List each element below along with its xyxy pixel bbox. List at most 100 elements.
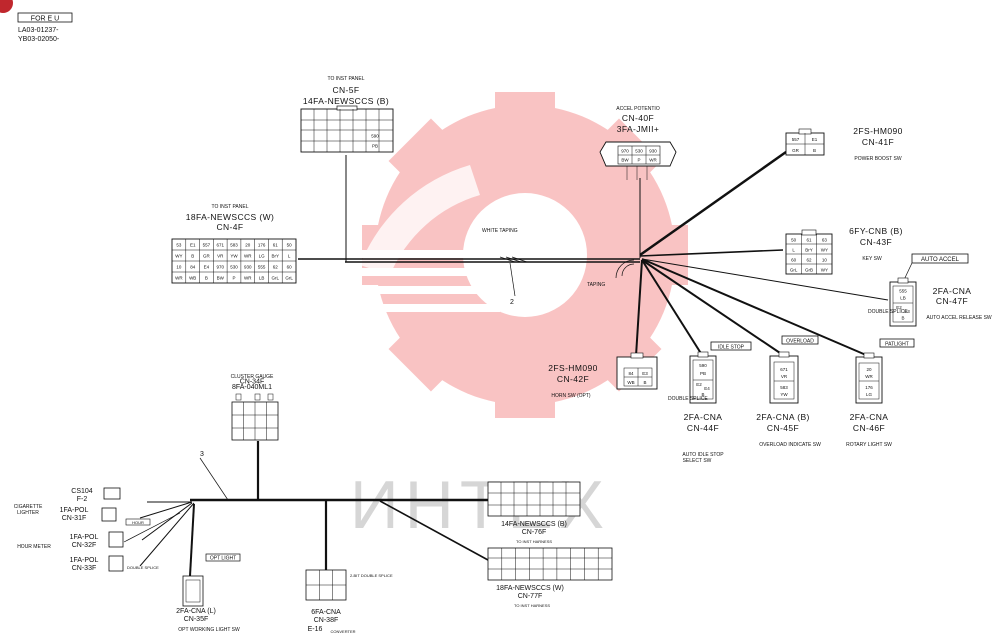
cn34f-type: 8FA-040ML1: [232, 384, 272, 391]
cn43f-cell: GrB: [805, 268, 813, 273]
cn38f-id: CN-38F: [314, 617, 339, 624]
cn5f-id: CN-5F: [332, 85, 359, 95]
cn40f-cell: 530: [635, 149, 643, 154]
cn47f-cell: LB: [900, 296, 906, 301]
cn43f-cell: 62: [806, 258, 812, 263]
cn77f-type: 18FA-NEWSCCS (W): [496, 585, 564, 592]
cn46f-type: 2FA-CNA: [850, 412, 889, 422]
cn35f-type: 2FA-CNA (L): [176, 608, 216, 615]
connector-cn32f: HOUR METER 1FA-POL CN-32F HOUR: [17, 518, 151, 550]
cn42f-type: 2FS-HM090: [548, 363, 597, 373]
lower-harness-wires: [123, 441, 489, 577]
cn4f-cell: 61: [273, 243, 279, 248]
cn45f-tag: OVERLOAD: [786, 338, 814, 344]
cn47f-tag-frame: [911, 253, 969, 264]
cn46f-cell: WR: [865, 374, 873, 379]
cn40f-type: 3FA-JMII+: [617, 124, 660, 134]
cn44f-function-1: AUTO IDLE STOP: [682, 452, 724, 458]
cn46f-function: ROTARY LIGHT SW: [846, 442, 892, 448]
connector-cn35f: OPT LIGHT 2FA-CNA (L) CN-35F OPT WORKING…: [176, 553, 241, 633]
header-block: FOR E U LA03-01237- YB03-02050-: [0, 0, 73, 43]
cn35f-tag: OPT LIGHT: [210, 556, 236, 562]
cn33f-type: 1FA-POL: [70, 557, 99, 564]
connector-cs104: CS104 F-2: [71, 487, 121, 503]
cn44f-tag: IDLE STOP: [718, 344, 745, 350]
cn4f-cell: BrY: [272, 254, 280, 259]
cn43f-type: 6FY-CNB (B): [849, 226, 903, 236]
serial-range-2: YB03-02050-: [18, 36, 60, 43]
cn4f-cell: GR: [203, 254, 211, 259]
connector-cn76f: 14FA-NEWSCCS (B) CN-76F TO INST HARNESS: [487, 481, 581, 544]
region-badge-frame: [17, 12, 73, 23]
cn5f-cell: PB: [372, 144, 378, 149]
cn47f-splice-text: DOUBLE SPLICE: [868, 309, 908, 315]
cn4f-cell: 50: [287, 243, 293, 248]
cn38f-part: E-16: [308, 626, 323, 633]
cn43f-cell: 63: [822, 238, 828, 243]
cn47f-function: AUTO ACCEL RELEASE SW: [926, 315, 992, 321]
cn41f-type: 2FS-HM090: [853, 126, 902, 136]
connector-cn46f: PATLIGHT 20 WR 176 LG 2FA-CNA CN-46F ROT…: [846, 338, 915, 448]
cn47f-cell: 555: [899, 289, 907, 294]
cn46f-cell: 176: [865, 385, 873, 390]
cn32f-function: HOUR METER: [17, 544, 51, 550]
cn4f-cell: 20: [245, 243, 251, 248]
cn40f-cell: P: [637, 158, 640, 163]
cn38f-type: 6FA-CNA: [311, 609, 341, 616]
cs104-id: F-2: [77, 496, 88, 503]
cn41f-id: CN-41F: [862, 137, 894, 147]
connector-cn45f: OVERLOAD 671 VR 583 YW 2FA-CNA (B) CN-45…: [756, 335, 821, 448]
cn40f-cell: WR: [649, 158, 657, 163]
taping-label: TAPING: [587, 282, 605, 288]
cn40f-cell: BW: [621, 158, 629, 163]
connector-cn40f: ACCEL POTENTIO CN-40F 3FA-JMII+ 970 530 …: [599, 106, 677, 180]
cn4f-cell: 10: [176, 265, 182, 270]
cn4f-cell: 970: [216, 265, 224, 270]
cn40f-id: CN-40F: [622, 113, 654, 123]
cn44f-cell: B: [701, 392, 704, 397]
cn4f-cell: 555: [258, 265, 266, 270]
cn4f-cell: GrL: [272, 276, 280, 281]
connector-cn33f: 1FA-POL CN-33F DOUBLE SPLICE: [70, 555, 159, 572]
cn4f-cell: L: [288, 254, 291, 259]
corner-badge-icon: [0, 0, 13, 13]
cn46f-cell: LG: [866, 392, 873, 397]
cn4f-cell: WR: [244, 254, 252, 259]
cn4f-cell: 930: [244, 265, 252, 270]
cn45f-cell: 583: [780, 385, 788, 390]
cn4f-cell: VR: [217, 254, 224, 259]
harness-number-main: 2: [510, 299, 514, 306]
cn46f-id: CN-46F: [853, 423, 885, 433]
cn4f-row-4: WR WB B BW P WR LB GrL GrL: [175, 276, 293, 281]
cn43f-id: CN-43F: [860, 237, 892, 247]
cn44f-tag-frame: [710, 341, 752, 351]
cn42f-function: HORN SW (OPT): [551, 393, 590, 399]
cn4f-cell: YW: [230, 254, 238, 259]
cn4f-cell: BW: [217, 276, 225, 281]
cn76f-id: CN-76F: [522, 529, 547, 536]
cn32f-tag-frame: [125, 518, 151, 526]
region-badge: FOR E U: [31, 16, 59, 23]
cn46f-cell: 20: [866, 367, 872, 372]
connector-cn42f: 84 E3 WB B 2FS-HM090 CN-42F HORN SW (OPT…: [548, 352, 658, 399]
harness-number-lower: 3: [200, 451, 204, 458]
watermark-gear-logo: [340, 92, 688, 418]
connector-cn47f: AUTO ACCEL 555 LB E2 E3 B DOUBLE SPLICE …: [868, 253, 992, 327]
cn4f-cell: 84: [190, 265, 196, 270]
cn41f-cell: E1: [812, 137, 818, 142]
cn41f-cell: 557: [792, 137, 800, 142]
cn5f-cell: 590: [371, 134, 379, 139]
connector-cn31f: CIGARETTE LIGHTER 1FA-POL CN-31F: [14, 504, 117, 522]
cn45f-cell: YW: [780, 392, 788, 397]
cn76f-type: 14FA-NEWSCCS (B): [501, 521, 567, 528]
cn44f-id: CN-44F: [687, 423, 719, 433]
cn34f-destination: CLUSTER GAUGE: [231, 374, 274, 380]
connector-cn4f: TO INST PANEL 18FA-NEWSCCS (W) CN-4F 53 …: [171, 204, 297, 284]
connector-cn77f: 18FA-NEWSCCS (W) CN-77F TO INST HARNESS: [487, 547, 613, 608]
cn4f-type: 18FA-NEWSCCS (W): [186, 212, 275, 222]
cn35f-tag-frame: [205, 553, 241, 562]
cn44f-cell: E2: [696, 382, 702, 387]
cn43f-cell: 60: [791, 258, 797, 263]
cn32f-tag: HOUR: [132, 520, 144, 525]
cn42f-cell: WB: [627, 380, 634, 385]
